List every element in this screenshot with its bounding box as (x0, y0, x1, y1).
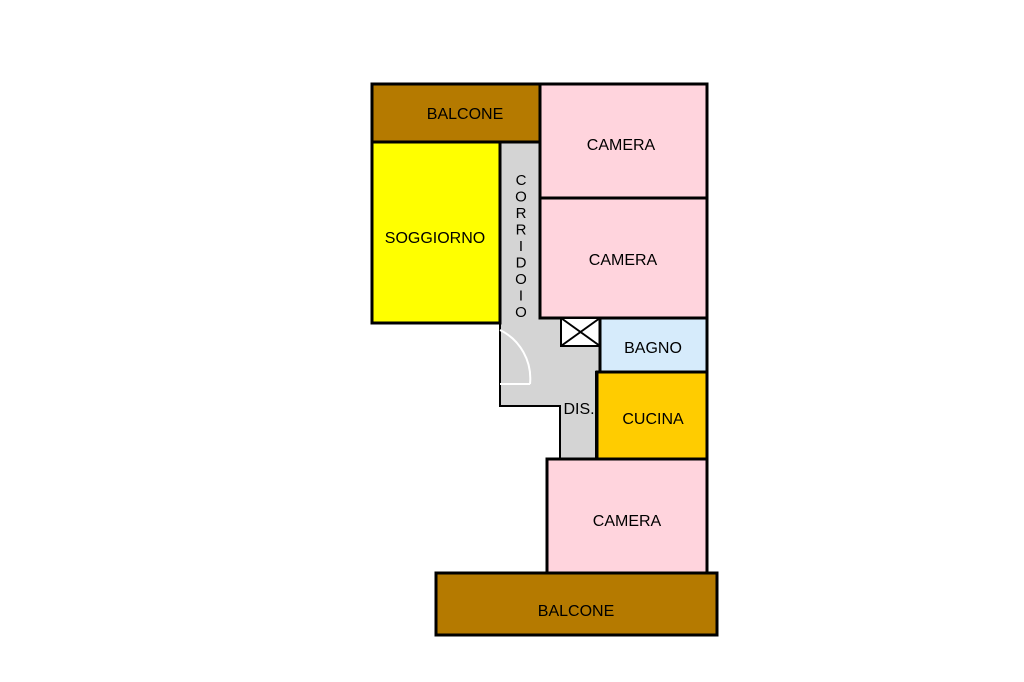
camera-1-label: CAMERA (587, 137, 656, 154)
camera-2 (538, 196, 709, 320)
entrance-door-icon (499, 329, 532, 385)
balcone-top-label: BALCONE (427, 106, 503, 123)
camera-2-label: CAMERA (589, 252, 658, 269)
shaft-icon (560, 317, 601, 347)
camera-3 (545, 457, 709, 575)
camera-1 (538, 82, 709, 200)
corridoio-letter: O (515, 304, 527, 321)
corridoio-letter: D (516, 255, 527, 272)
corridoio-letter: O (515, 271, 527, 288)
dis-label: DIS. (563, 401, 594, 418)
corridoio-letter: O (515, 189, 527, 206)
corridoio-letter: R (516, 205, 527, 222)
cucina (595, 370, 709, 461)
bagno (598, 316, 709, 374)
soggiorno-label: SOGGIORNO (385, 230, 485, 247)
cucina-label: CUCINA (622, 411, 684, 428)
balcone-bottom-label: BALCONE (538, 603, 614, 620)
corridoio-letter: C (516, 172, 527, 189)
balcone-bottom (434, 571, 719, 637)
soggiorno (370, 140, 502, 325)
corridoio-letter: I (519, 288, 523, 305)
camera-3-label: CAMERA (593, 513, 662, 530)
corridoio-letter: I (519, 238, 523, 255)
corridoio-letter: R (516, 222, 527, 239)
bagno-label: BAGNO (624, 340, 682, 357)
